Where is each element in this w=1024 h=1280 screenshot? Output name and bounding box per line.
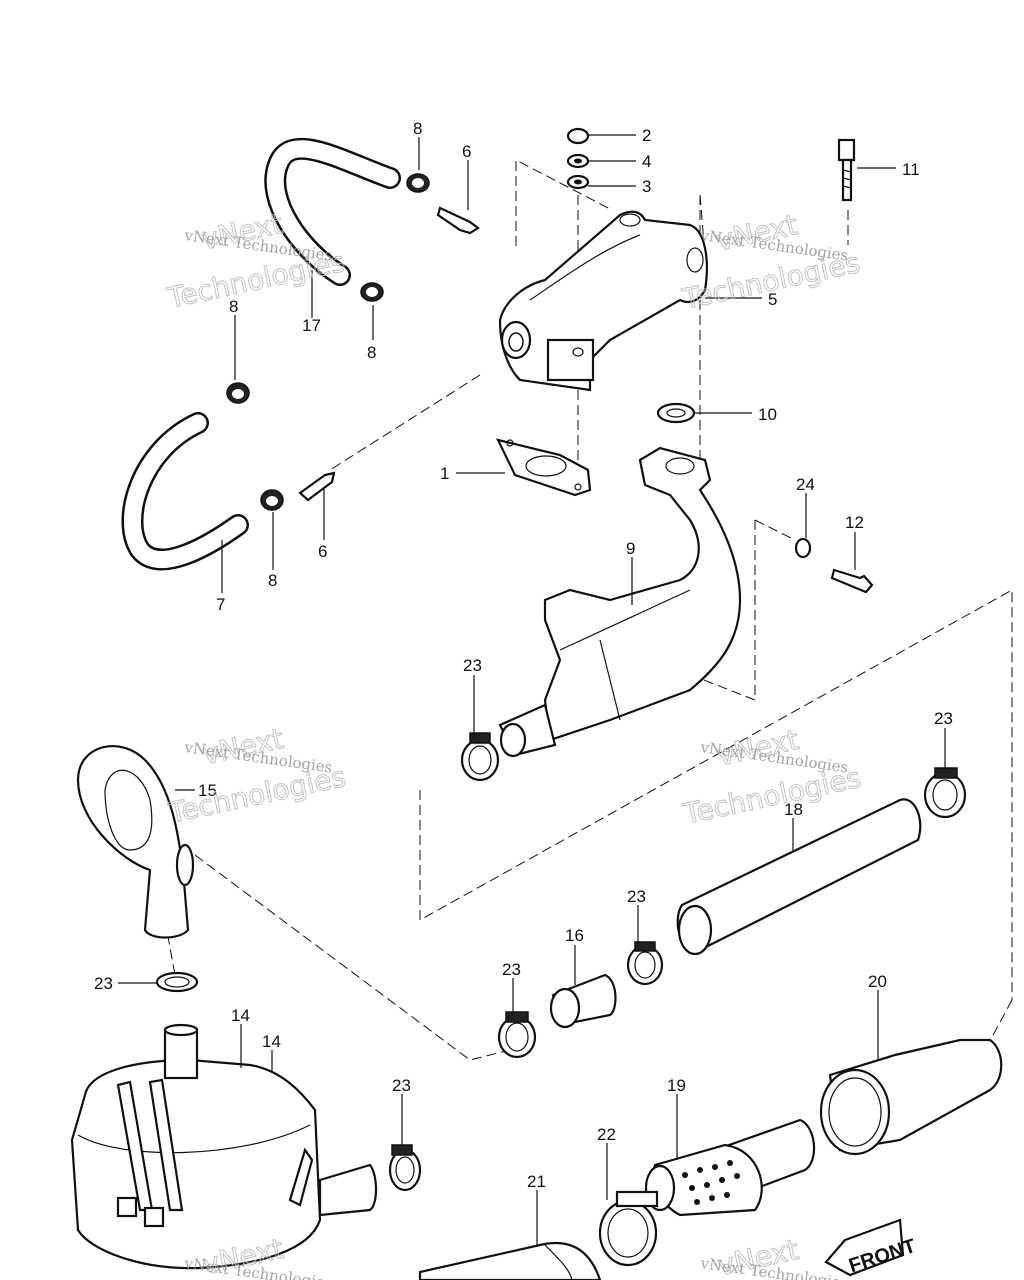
clamp-23-e — [155, 971, 199, 993]
callout-14-a: 14 — [231, 1006, 250, 1025]
callout-20: 20 — [868, 972, 887, 991]
washer-3 — [566, 174, 590, 190]
callout-15: 15 — [198, 781, 217, 800]
callout-23-f: 23 — [392, 1076, 411, 1095]
hose-16 — [549, 973, 617, 1029]
callout-17: 17 — [302, 316, 321, 335]
callout-10: 10 — [758, 405, 777, 424]
callout-16: 16 — [565, 926, 584, 945]
exhaust-pipe-9 — [498, 446, 742, 758]
clamp-23-a — [460, 732, 500, 782]
clamp-8-a — [406, 173, 430, 193]
callout-19: 19 — [667, 1076, 686, 1095]
callout-8-bottom: 8 — [268, 571, 277, 590]
clamp-22 — [598, 1190, 659, 1267]
bolt-11 — [837, 138, 856, 202]
gasket-1 — [495, 438, 592, 497]
callout-23-a: 23 — [463, 656, 482, 675]
callout-14-b: 14 — [262, 1032, 281, 1051]
clamp-23-b — [923, 767, 967, 819]
bolt-12 — [830, 568, 874, 594]
hose-17 — [264, 137, 401, 286]
washer-4 — [566, 153, 590, 169]
silencer-20 — [819, 1038, 1003, 1156]
callout-12: 12 — [845, 513, 864, 532]
callout-2: 2 — [642, 126, 651, 145]
callout-7: 7 — [216, 595, 225, 614]
callout-11: 11 — [902, 160, 920, 179]
callout-23-c: 23 — [627, 887, 646, 906]
washer-24 — [794, 537, 812, 559]
callout-24: 24 — [796, 475, 815, 494]
callout-22: 22 — [597, 1125, 616, 1144]
callouts: 1 2 3 4 5 6 6 7 8 8 8 8 9 10 11 12 14 14… — [94, 119, 953, 1191]
callout-18: 18 — [784, 800, 803, 819]
hose-18 — [676, 798, 922, 956]
nut-2 — [566, 127, 590, 145]
callout-21: 21 — [527, 1172, 546, 1191]
callout-8-left: 8 — [229, 297, 238, 316]
callout-4: 4 — [642, 152, 651, 171]
hose-7 — [121, 412, 249, 571]
clamp-8-b — [360, 282, 384, 302]
exhaust-manifold-5 — [498, 210, 708, 392]
gasket-10 — [656, 402, 696, 424]
callout-6-bottom: 6 — [318, 542, 327, 561]
callout-6-top: 6 — [462, 142, 471, 161]
callout-23-d: 23 — [502, 960, 521, 979]
pipe-19 — [644, 1118, 816, 1217]
callout-3: 3 — [642, 177, 651, 196]
pipe-15 — [76, 745, 195, 939]
callout-8-top: 8 — [413, 119, 422, 138]
callout-9: 9 — [626, 539, 635, 558]
muffler-14 — [70, 1023, 378, 1270]
callout-5: 5 — [768, 290, 777, 309]
pipe-21 — [418, 1241, 602, 1280]
clamp-23-f — [388, 1144, 422, 1192]
callout-23-b: 23 — [934, 709, 953, 728]
nipple-6-b — [298, 471, 336, 502]
callout-1: 1 — [440, 464, 449, 483]
leader-lines — [118, 134, 946, 1245]
front-arrow: FRONT — [824, 1218, 919, 1277]
clamp-8-c — [226, 382, 250, 404]
clamp-23-c — [626, 941, 664, 986]
nipple-6-a — [436, 206, 480, 235]
callout-23-e: 23 — [94, 974, 113, 993]
callout-8-mid: 8 — [367, 343, 376, 362]
clamp-23-d — [497, 1011, 537, 1059]
clamp-8-d — [260, 489, 284, 511]
